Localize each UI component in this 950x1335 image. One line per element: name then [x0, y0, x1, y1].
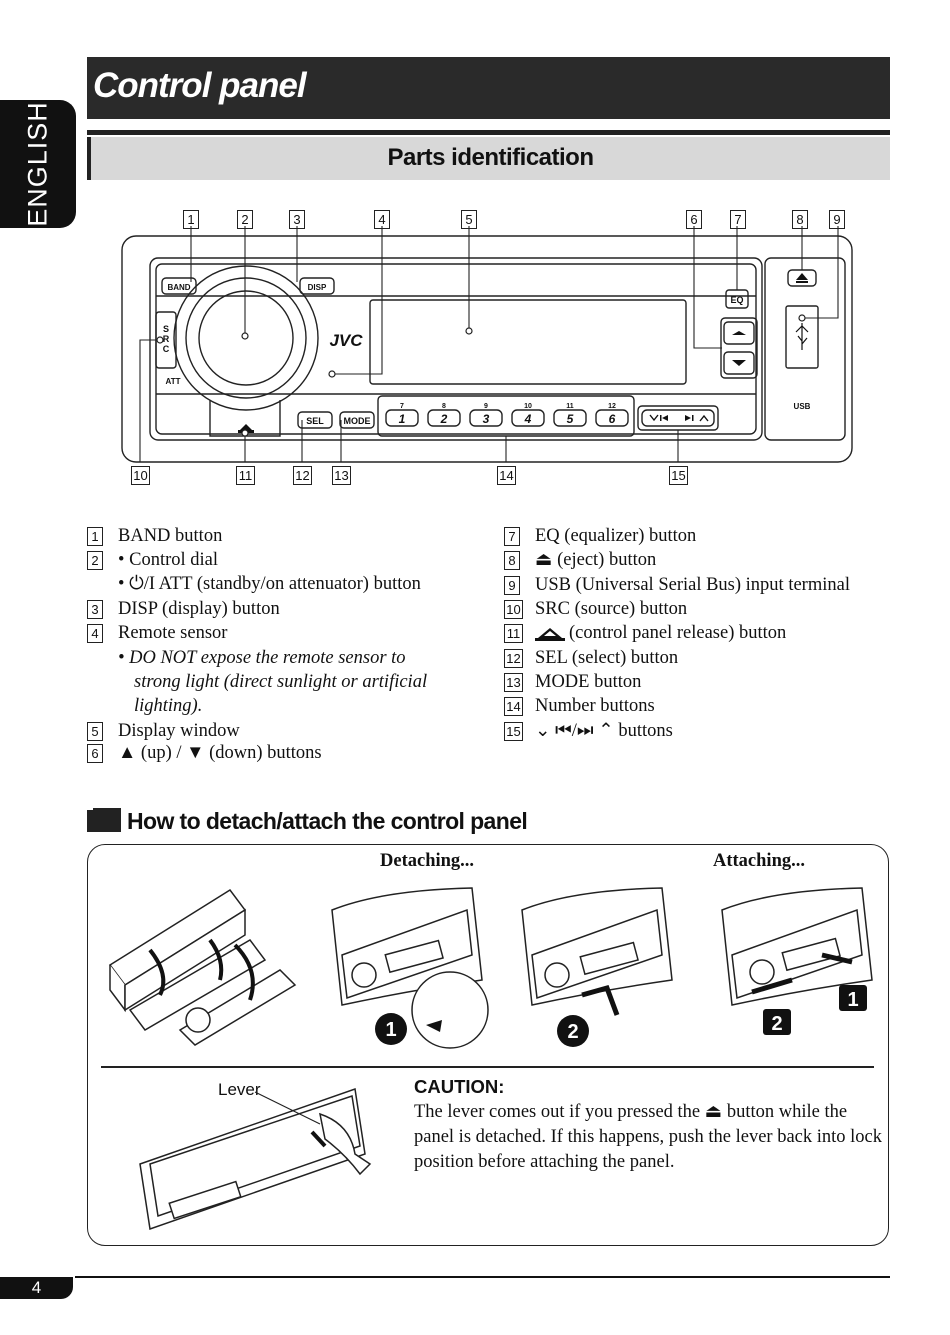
svg-text:9: 9	[484, 403, 488, 410]
callout-11: 11	[236, 466, 255, 485]
detach-section-title: How to detach/attach the control panel	[127, 808, 528, 834]
step-badge-attach-1: 1	[839, 985, 867, 1011]
svg-text:2: 2	[567, 1021, 578, 1043]
usb-label: USB	[794, 402, 811, 411]
faceplate-diagram: BAND DISP EQ S R C ATT SEL MODE USB JVC …	[121, 226, 853, 463]
svg-text:S: S	[163, 324, 169, 334]
lever-label: Lever	[218, 1080, 261, 1099]
legend-item: DISP (display) button	[118, 599, 280, 619]
callout-13: 13	[332, 466, 351, 485]
svg-text:10: 10	[524, 403, 532, 410]
legend-item: ⌄ ⏮/⏭ ⌃ buttons	[535, 721, 673, 741]
section-title: Parts identification	[387, 144, 594, 171]
legend-item: • Control dial	[118, 550, 218, 570]
legend-item: Remote sensor	[118, 623, 228, 643]
section-header: Parts identification	[87, 137, 890, 180]
panel-release-icon	[535, 628, 565, 641]
language-tab: ENGLISH	[0, 100, 76, 228]
callout-10: 10	[131, 466, 150, 485]
detach-illustration-frame	[87, 844, 889, 1246]
caution-heading: CAUTION:	[414, 1076, 505, 1097]
storage-case-illustration	[108, 888, 297, 1046]
mode-key-label: MODE	[344, 416, 371, 426]
svg-text:1: 1	[385, 1019, 396, 1041]
svg-text:12: 12	[608, 403, 616, 410]
eq-key-label: EQ	[730, 295, 743, 305]
svg-text:C: C	[163, 344, 170, 354]
svg-text:7: 7	[400, 403, 404, 410]
step-badge-1: 1	[375, 1013, 407, 1045]
sel-key-label: SEL	[306, 416, 324, 426]
legend-item: EQ (equalizer) button	[535, 526, 697, 546]
brand-logo: JVC	[329, 331, 363, 350]
attaching-label: Attaching...	[713, 851, 805, 871]
legend-item: SEL (select) button	[535, 648, 679, 668]
legend-item: Number buttons	[535, 696, 655, 716]
svg-text:3: 3	[483, 412, 490, 426]
step-badge-2: 2	[557, 1015, 589, 1047]
callout-9: 9	[829, 210, 845, 229]
svg-text:2: 2	[440, 412, 448, 426]
legend-item: USB (Universal Serial Bus) input termina…	[535, 575, 850, 595]
footer-rule	[75, 1276, 890, 1278]
callout-15: 15	[669, 466, 688, 485]
page-title: Control panel	[93, 66, 307, 105]
legend-note: strong light (direct sunlight or artific…	[134, 672, 428, 692]
callout-14: 14	[497, 466, 516, 485]
svg-text:1: 1	[399, 412, 406, 426]
frame-divider	[101, 1066, 874, 1068]
disp-key-label: DISP	[308, 283, 327, 292]
callout-7: 7	[730, 210, 746, 229]
detach-step-2-illustration	[521, 887, 673, 1016]
legend-item: MODE button	[535, 672, 642, 692]
title-divider	[87, 130, 890, 135]
svg-text:4: 4	[524, 412, 532, 426]
svg-text:R: R	[163, 334, 170, 344]
detach-step-1-illustration	[331, 887, 489, 1049]
legend-item: ⏏ (eject) button	[535, 550, 657, 570]
page-title-bar: Control panel	[87, 57, 890, 119]
legend-item: (control panel release) button	[569, 623, 787, 643]
legend-item: ▲ (up) / ▼ (down) buttons	[118, 743, 322, 763]
svg-text:6: 6	[609, 412, 616, 426]
legend-item: BAND button	[118, 526, 223, 546]
language-tab-label: ENGLISH	[22, 101, 53, 227]
svg-text:5: 5	[567, 412, 574, 426]
caution-text: The lever comes out if you pressed the ⏏…	[414, 1102, 883, 1172]
att-key-label: ATT	[166, 377, 181, 386]
legend-item: • ⏻/I ATT (standby/on attenuator) button	[118, 574, 421, 594]
svg-text:8: 8	[442, 403, 446, 410]
svg-text:2: 2	[771, 1013, 782, 1035]
svg-text:11: 11	[566, 403, 574, 410]
legend-item: Display window	[118, 721, 240, 741]
legend-item: SRC (source) button	[535, 599, 688, 619]
step-badge-attach-2: 2	[763, 1009, 791, 1035]
callout-8: 8	[792, 210, 808, 229]
page-number-tab: 4	[0, 1277, 73, 1299]
band-key-label: BAND	[167, 283, 190, 292]
svg-text:1: 1	[847, 989, 858, 1011]
page-number: 4	[31, 1278, 42, 1297]
lever-illustration	[139, 1087, 372, 1231]
legend-note: • DO NOT expose the remote sensor to	[118, 648, 406, 668]
callout-12: 12	[293, 466, 312, 485]
detaching-label: Detaching...	[380, 851, 475, 871]
attach-illustration	[721, 887, 873, 1006]
legend-note: lighting).	[134, 696, 203, 716]
